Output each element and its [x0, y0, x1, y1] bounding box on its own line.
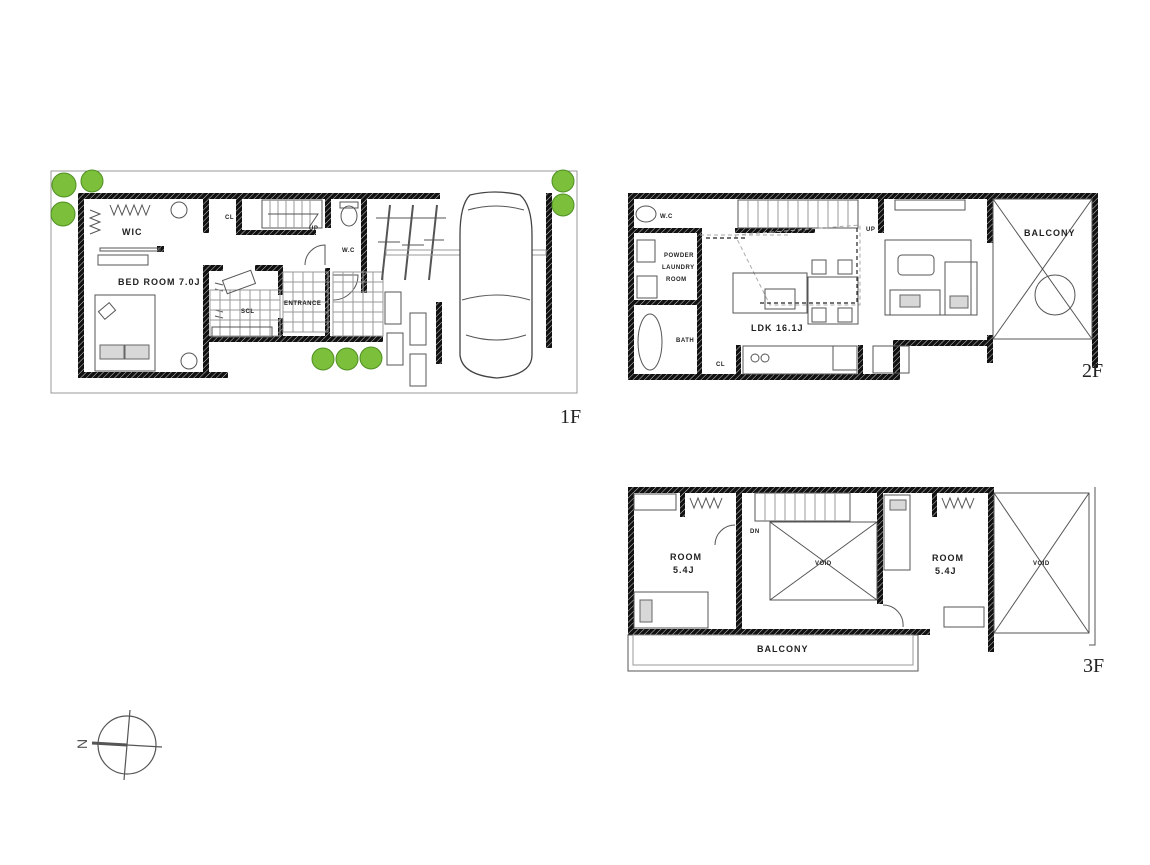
stepping-stones: [384, 291, 427, 387]
room-label-balcony: BALCONY: [1024, 228, 1076, 238]
room-size-left: 5.4J: [673, 565, 695, 575]
room-label-entrance: ENTRANCE: [284, 301, 321, 307]
stairs-down-label: DN: [750, 529, 760, 535]
stairs-1f: [261, 199, 323, 229]
room-label-balcony: BALCONY: [757, 644, 809, 654]
third-floor-plan: ROOM 5.4J ROOM 5.4J DN VOID VOID BALCONY…: [627, 487, 1104, 677]
bed-icon: [94, 294, 156, 372]
shoe-bench: [211, 326, 273, 338]
washing-machine-icon: [636, 275, 658, 299]
void-right-label: VOID: [1033, 561, 1050, 567]
room-label-bedroom: BED ROOM 7.0J: [118, 277, 201, 287]
north-label: N: [74, 739, 90, 749]
toilet-icon: [340, 205, 358, 227]
door-swing: [304, 244, 326, 266]
desk: [872, 345, 910, 374]
stairs-up-label: UP: [866, 227, 875, 233]
void-right: [993, 487, 1096, 646]
second-floor-plan: W.C POWDER LAUNDRY ROOM BATH CL LDK 16.1…: [628, 193, 1103, 382]
room-label-closet: CL: [716, 362, 725, 368]
balcony-2f: [992, 198, 1093, 340]
room-label-shoe-closet: SCL: [241, 309, 255, 315]
desk: [97, 254, 149, 266]
walls-2f: [628, 193, 1098, 380]
floor-label-1f: 1F: [560, 406, 581, 428]
closet-hangers: [689, 496, 975, 510]
desk: [943, 606, 985, 628]
room-label-laundry: LAUNDRY: [662, 265, 695, 271]
door-swing: [714, 524, 736, 546]
void-center: [769, 521, 878, 601]
plant-icon: [180, 352, 198, 370]
room-label-wic: WIC: [122, 227, 143, 237]
tv-board: [894, 199, 966, 211]
stairs-up-label: UP: [309, 226, 318, 232]
bathtub-icon: [637, 313, 663, 371]
room-label-powder: POWDER: [664, 253, 694, 259]
stairs-3f: [754, 492, 851, 522]
walls-3f: [628, 487, 994, 652]
sink-icon: [636, 239, 656, 263]
door-swing: [882, 604, 904, 628]
plant-icon: [170, 201, 188, 219]
floor-label-2f: 2F: [1082, 360, 1103, 382]
room-size-right: 5.4J: [935, 566, 957, 576]
room-label-laundry-room: ROOM: [666, 277, 687, 283]
first-floor-plan: WIC BED ROOM 7.0J CL UP W.C SCL ENTRANCE…: [50, 169, 581, 428]
room-label-ldk: LDK 16.1J: [751, 323, 804, 333]
bench: [221, 269, 257, 295]
room-label-wc: W.C: [660, 214, 673, 220]
desk: [633, 493, 677, 511]
site-boundary: [50, 170, 578, 394]
north-arrow-compass: N: [74, 709, 163, 781]
room-label-room-right: ROOM: [932, 553, 964, 563]
bicycle-icons: [376, 204, 446, 281]
bed-icon: [633, 494, 911, 629]
void-center-label: VOID: [815, 561, 832, 567]
entrance-tiles: [209, 271, 384, 337]
balcony-3f: [627, 634, 919, 672]
floor-label-3f: 3F: [1083, 655, 1104, 677]
room-label-closet: CL: [225, 215, 234, 221]
stairs-2f: [737, 199, 859, 229]
kitchen-counter: [742, 345, 858, 375]
room-label-bath: BATH: [676, 338, 694, 344]
room-label-room-left: ROOM: [670, 552, 702, 562]
sofa-icon: [884, 239, 978, 316]
toilet-icon: [635, 205, 657, 223]
kitchen-island: [732, 259, 859, 325]
trees: [50, 169, 575, 371]
car-icon: [459, 191, 533, 379]
door-swing: [332, 274, 359, 301]
room-label-wc: W.C: [342, 248, 355, 254]
